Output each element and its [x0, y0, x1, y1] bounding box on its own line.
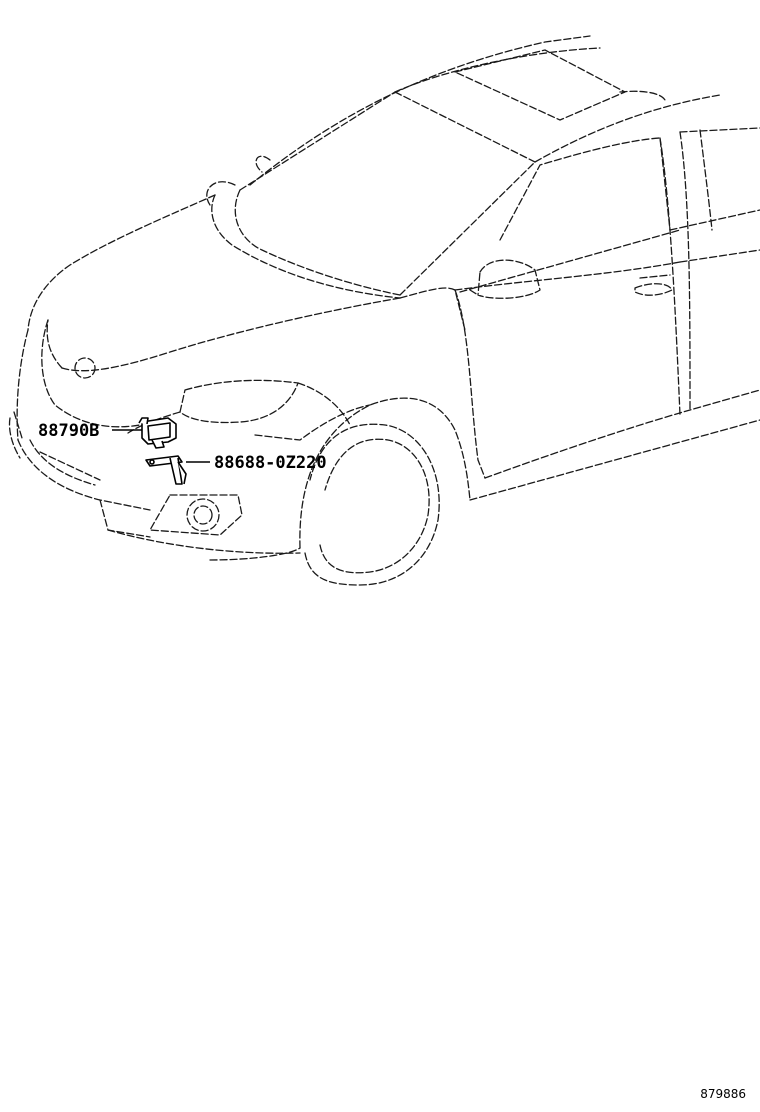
part-label-88688-0Z220: 88688-0Z220 [214, 453, 327, 473]
sensor-icon [138, 417, 177, 449]
reference-number: 879886 [700, 1087, 746, 1101]
part-label-88790B: 88790B [38, 421, 99, 441]
bracket-icon [145, 455, 187, 485]
car-outline [8, 35, 760, 586]
